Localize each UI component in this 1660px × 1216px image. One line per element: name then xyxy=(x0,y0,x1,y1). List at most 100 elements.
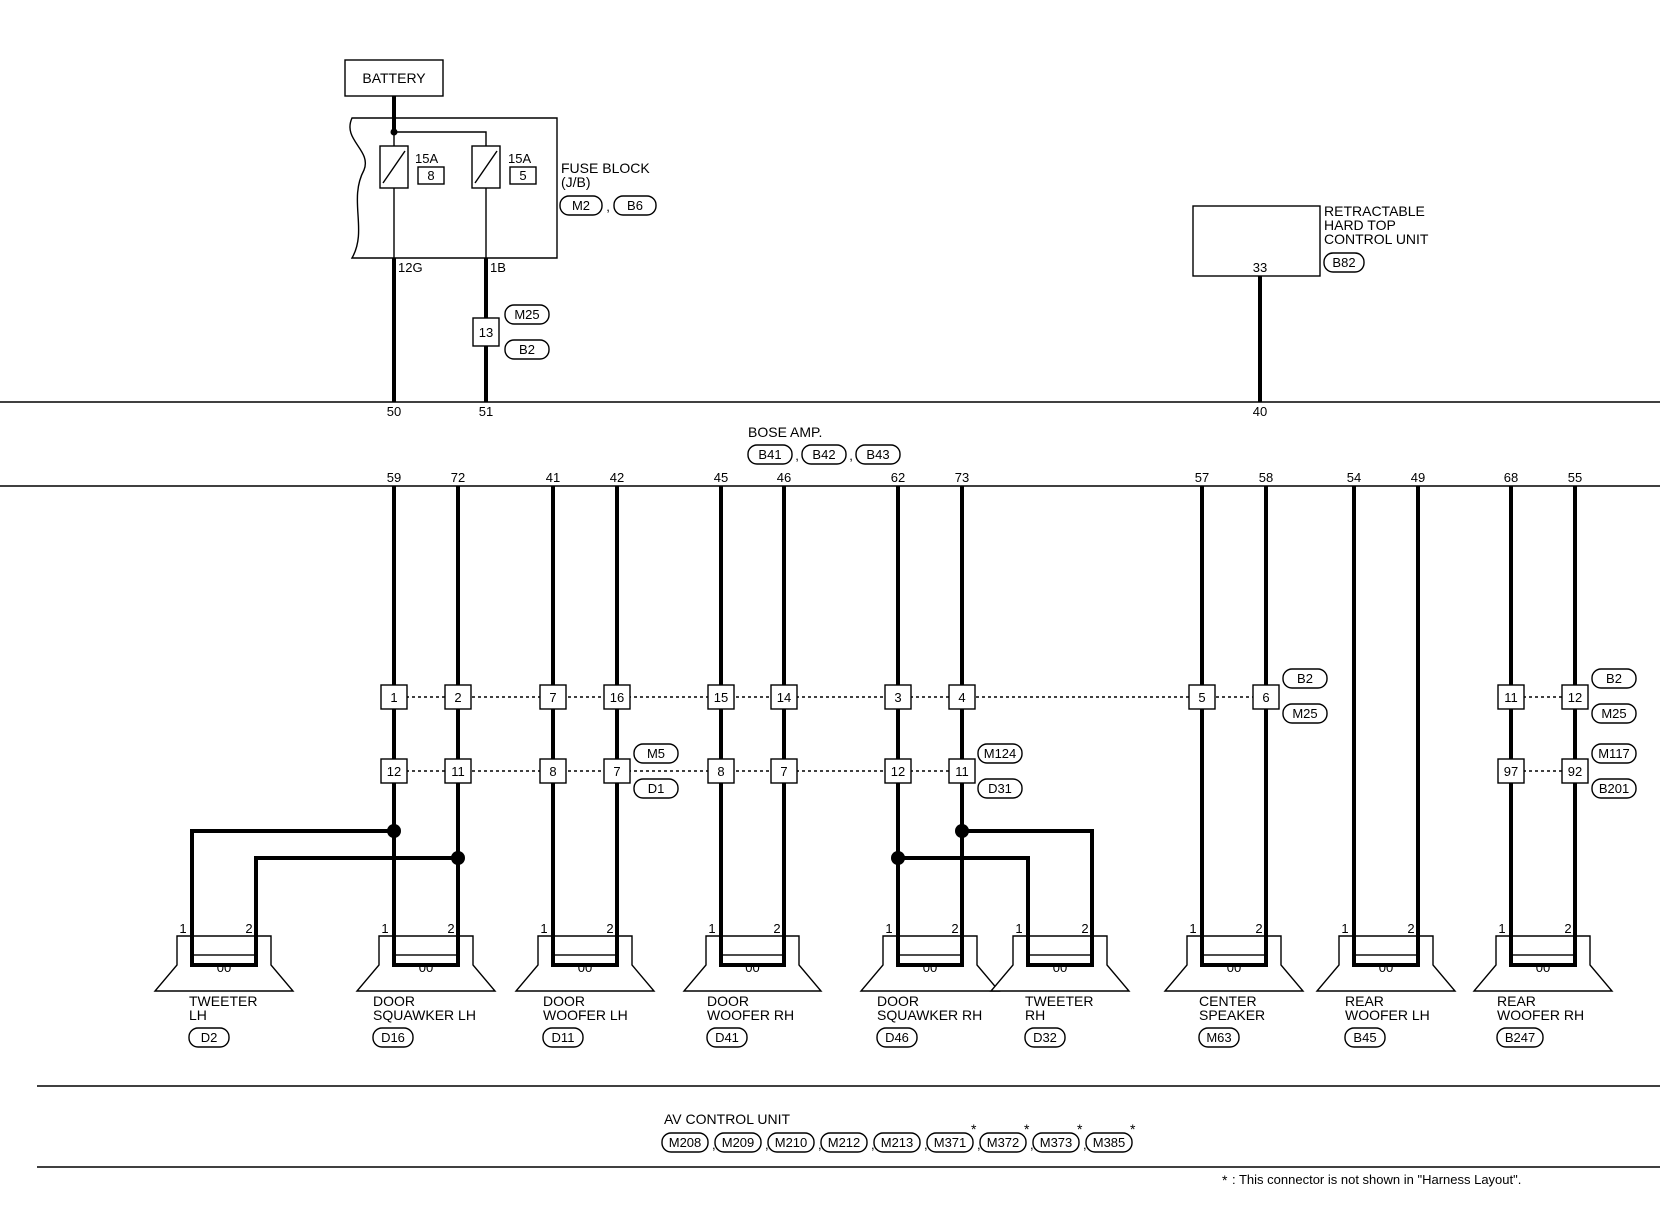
av-star: * xyxy=(1130,1121,1136,1137)
speaker-pin-2: 2 xyxy=(1407,921,1414,936)
fuse-block-conn-1: M2 xyxy=(572,198,590,213)
fuse-5-amps: 15A xyxy=(508,151,531,166)
speaker-pin-2: 2 xyxy=(606,921,613,936)
speaker-connector: B247 xyxy=(1505,1030,1535,1045)
speaker-coil: 00 xyxy=(419,960,433,975)
speaker-pin-2: 2 xyxy=(245,921,252,936)
av-connector-label: M210 xyxy=(775,1135,808,1150)
svg-text:40: 40 xyxy=(1253,404,1267,419)
svg-text:,: , xyxy=(795,448,799,463)
av-sep: , xyxy=(1083,1137,1087,1152)
amp-pin-45: 45 xyxy=(714,470,728,485)
av-sep: , xyxy=(765,1137,769,1152)
row1-pin: 6 xyxy=(1262,690,1269,705)
row2-pin: 8 xyxy=(717,764,724,779)
row1-connector xyxy=(1497,684,1525,710)
amp-conn-2: B42 xyxy=(812,447,835,462)
footnote-star: * xyxy=(1222,1172,1228,1188)
rht-control-unit-box xyxy=(1192,205,1321,277)
speaker-name-1: DOOR xyxy=(373,993,415,1009)
row2-pin: 11 xyxy=(451,764,465,779)
row2-pin: 8 xyxy=(549,764,556,779)
row1-connector xyxy=(1561,684,1589,710)
tweeter-lh-wire-1 xyxy=(190,829,394,930)
svg-text:HARD TOP: HARD TOP xyxy=(1324,217,1396,233)
row2-connector xyxy=(707,758,735,784)
svg-text:B2: B2 xyxy=(1606,671,1622,686)
amp-pin-68: 68 xyxy=(1504,470,1518,485)
svg-text:13: 13 xyxy=(479,325,493,340)
row2-connector xyxy=(948,758,976,784)
av-title: AV CONTROL UNIT xyxy=(664,1111,790,1127)
row1-pin: 14 xyxy=(777,690,791,705)
row2-pin: 12 xyxy=(891,764,905,779)
speaker-name-1: TWEETER xyxy=(1025,993,1093,1009)
speaker-connector: D16 xyxy=(381,1030,405,1045)
svg-text:D1: D1 xyxy=(648,781,665,796)
speaker-connector: D11 xyxy=(552,1030,575,1045)
speaker-coil: 00 xyxy=(217,960,231,975)
speaker-pin-2: 2 xyxy=(1564,921,1571,936)
speaker-name-2: WOOFER RH xyxy=(1497,1007,1584,1023)
battery-box xyxy=(344,59,444,97)
row1-connector xyxy=(380,684,408,710)
row1-pin: 2 xyxy=(454,690,461,705)
av-sep: , xyxy=(871,1137,875,1152)
fuse-block-conn-2: B6 xyxy=(627,198,643,213)
speaker-coil: 00 xyxy=(1379,960,1393,975)
amp-pin-72: 72 xyxy=(451,470,465,485)
speaker-coil: 00 xyxy=(923,960,937,975)
av-connector-M208 xyxy=(661,1132,709,1153)
amp-pin-54: 54 xyxy=(1347,470,1361,485)
speaker-connector: D46 xyxy=(885,1030,909,1045)
av-connector-M209 xyxy=(714,1132,762,1153)
row1-connector xyxy=(539,684,567,710)
speaker-name-2: WOOFER LH xyxy=(543,1007,628,1023)
fuse-block-title: FUSE BLOCK xyxy=(561,160,650,176)
speaker-pin-1: 1 xyxy=(179,921,186,936)
av-sep: , xyxy=(924,1137,928,1152)
amp-pin-41: 41 xyxy=(546,470,560,485)
amp-pin-58: 58 xyxy=(1259,470,1273,485)
row2-connector xyxy=(1561,758,1589,784)
speaker-pin-1: 1 xyxy=(381,921,388,936)
fuse-block-sub: (J/B) xyxy=(561,174,591,190)
speaker-name-2: SPEAKER xyxy=(1199,1007,1265,1023)
speaker-name-1: DOOR xyxy=(877,993,919,1009)
splice-point xyxy=(451,851,465,865)
speaker-pin-1: 1 xyxy=(1341,921,1348,936)
tweeter-rh-wire-1 xyxy=(898,856,1030,930)
av-sep: , xyxy=(977,1137,981,1152)
inline-connector-13 xyxy=(472,317,500,347)
svg-text:RETRACTABLE: RETRACTABLE xyxy=(1324,203,1425,219)
speaker-pin-1: 1 xyxy=(1015,921,1022,936)
speaker-name-1: REAR xyxy=(1345,993,1384,1009)
speaker-pin-1: 1 xyxy=(885,921,892,936)
svg-text:M5: M5 xyxy=(647,746,665,761)
av-connector-M385 xyxy=(1085,1132,1133,1153)
speaker-connector: D41 xyxy=(715,1030,739,1045)
amp-pin-49: 49 xyxy=(1411,470,1425,485)
speaker-pin-2: 2 xyxy=(1255,921,1262,936)
speaker-coil: 00 xyxy=(1536,960,1550,975)
speaker-name-1: TWEETER xyxy=(189,993,257,1009)
speaker-coil: 00 xyxy=(578,960,592,975)
fuse-5-number: 5 xyxy=(519,168,526,183)
av-connector-M373 xyxy=(1032,1132,1080,1153)
svg-text:,: , xyxy=(849,448,853,463)
fuse-8-amps: 15A xyxy=(415,151,438,166)
av-connector-label: M373 xyxy=(1040,1135,1073,1150)
row2-connector xyxy=(770,758,798,784)
amp-pin-62: 62 xyxy=(891,470,905,485)
speaker-connector: M63 xyxy=(1206,1030,1231,1045)
speaker-coil: 00 xyxy=(1053,960,1067,975)
av-connector-label: M385 xyxy=(1093,1135,1126,1150)
speaker-pin-1: 1 xyxy=(1189,921,1196,936)
row2-pin: 7 xyxy=(780,764,787,779)
row1-pin: 5 xyxy=(1198,690,1205,705)
row1-connector xyxy=(1188,684,1216,710)
